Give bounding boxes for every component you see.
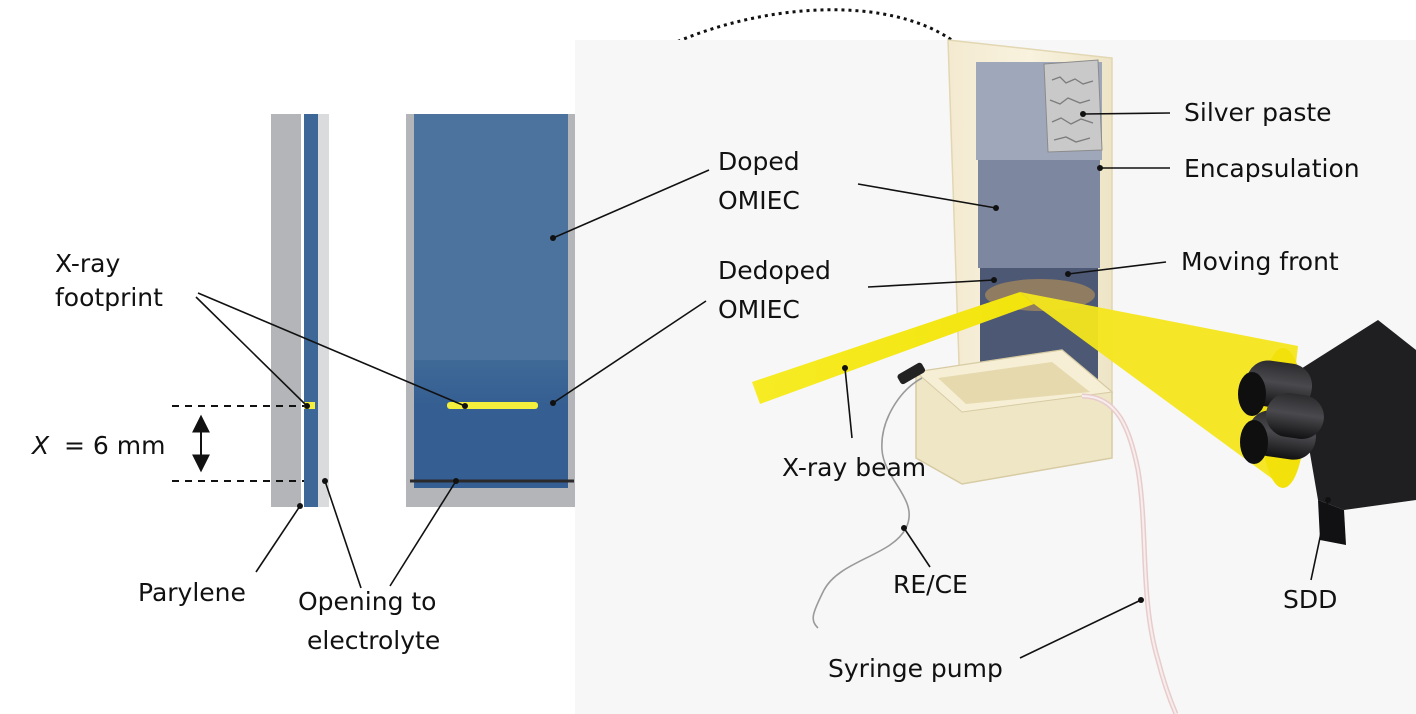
fluorescence-cone xyxy=(1020,292,1298,486)
syringe-tube-highlight xyxy=(1081,395,1177,714)
front-view-device xyxy=(406,114,578,507)
xray-beam-incoming xyxy=(752,292,1034,404)
sdd-detector xyxy=(1238,320,1416,545)
substrate-side xyxy=(271,114,301,507)
label-parylene: Parylene xyxy=(138,578,246,607)
label-opening-line1: Opening to xyxy=(298,587,436,616)
label-distance-value: = 6 mm xyxy=(64,431,165,460)
silver-paste-patch xyxy=(1043,59,1103,153)
alligator-clip xyxy=(897,362,926,385)
silver-paste-texture xyxy=(1049,76,1094,143)
cylinder-face-1 xyxy=(1238,372,1266,416)
label-doped-line2: OMIEC xyxy=(718,186,800,215)
label-doped-line1: Doped xyxy=(718,147,800,176)
electrolyte-cavity xyxy=(938,362,1090,404)
label-xray-footprint-line1: X-ray xyxy=(55,249,121,278)
label-xray-footprint-line2: footprint xyxy=(55,283,163,312)
rendered-setup xyxy=(575,39,1416,714)
detector-cylinder-3 xyxy=(1266,393,1324,439)
parylene-side-layer xyxy=(318,114,329,507)
label-syringe-pump: Syringe pump xyxy=(828,654,1003,683)
label-opening-line2: electrolyte xyxy=(307,626,440,655)
label-xray-beam: X-ray beam xyxy=(782,453,926,482)
doped-region xyxy=(414,114,568,360)
omiec-side-layer xyxy=(304,114,318,507)
label-moving-front: Moving front xyxy=(1181,247,1339,276)
label-encapsulation: Encapsulation xyxy=(1184,154,1360,183)
xray-footprint-front xyxy=(447,402,538,409)
cylinder-face-2 xyxy=(1240,420,1268,464)
detector-body xyxy=(1296,320,1416,510)
label-distance-var: X xyxy=(30,431,50,460)
label-dedoped-line1: Dedoped xyxy=(718,256,831,285)
label-silver-paste: Silver paste xyxy=(1184,98,1332,127)
label-re-ce: RE/CE xyxy=(893,570,968,599)
doped-render-region xyxy=(978,160,1100,268)
side-view-device xyxy=(271,114,329,507)
label-dedoped-line2: OMIEC xyxy=(718,295,800,324)
leader-lines xyxy=(195,111,1331,659)
dedoped-region xyxy=(414,360,568,488)
label-sdd: SDD xyxy=(1283,585,1337,614)
